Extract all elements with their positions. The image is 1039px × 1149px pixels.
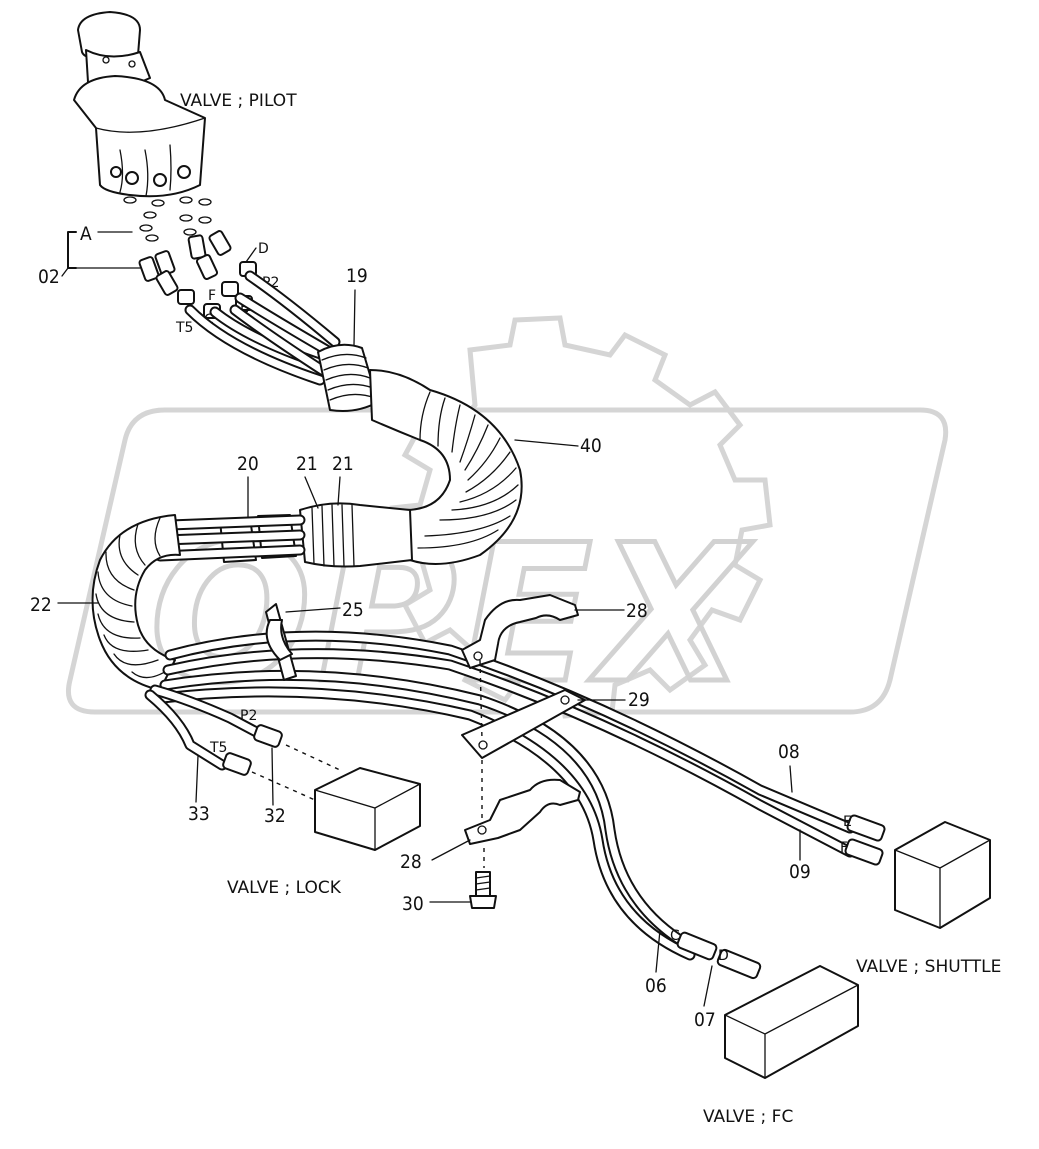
part-08-label: 08: [778, 741, 800, 763]
part-32-label: 32: [264, 805, 286, 827]
band-25: [265, 603, 297, 681]
part-09-label: 09: [789, 861, 811, 883]
part-40-label: 40: [580, 435, 602, 457]
port-e-bottom-label: E: [843, 814, 852, 830]
lock-valve-label: VALVE ; LOCK: [227, 878, 342, 898]
upper-hose-bundle: [184, 270, 341, 386]
part-02-label: 02: [38, 266, 60, 288]
port-a-label: A: [80, 223, 92, 245]
elbow-fittings: [138, 230, 257, 319]
part-07-label: 07: [694, 1009, 716, 1031]
port-d-top-label: D: [258, 241, 269, 257]
part-21b-label: 21: [332, 453, 354, 475]
port-f-top-label: F: [208, 288, 216, 304]
port-t5-top-label: T5: [175, 320, 193, 336]
part-29-label: 29: [628, 689, 650, 711]
part-28-bottom-label: 28: [400, 851, 422, 873]
port-c-bottom-label: C: [670, 928, 680, 944]
bolt-30: [469, 871, 497, 909]
part-30-label: 30: [402, 893, 424, 915]
lock-valve-box: [314, 767, 421, 851]
part-19-label: 19: [346, 265, 368, 287]
port-d-bottom-label: D: [718, 948, 729, 964]
lock-fittings: [222, 724, 283, 776]
part-21a-label: 21: [296, 453, 318, 475]
pilot-valve: [73, 11, 206, 198]
port-e-top-label: E: [240, 300, 249, 316]
port-f-bottom-label: F: [840, 840, 848, 856]
shuttle-valve-label: VALVE ; SHUTTLE: [856, 957, 1001, 977]
clamp-28-top: [461, 594, 579, 669]
fc-valve-box: [724, 965, 859, 1079]
middle-hose-bundle: [154, 514, 306, 562]
part-06-label: 06: [645, 975, 667, 997]
part-25-label: 25: [342, 599, 364, 621]
shuttle-fittings: [844, 814, 886, 866]
fc-fittings: [676, 931, 762, 980]
watermark-frame: [66, 407, 949, 715]
part-22-label: 22: [30, 594, 52, 616]
clamp-28-bottom: [464, 778, 581, 845]
pilot-valve-label: VALVE ; PILOT: [180, 91, 297, 111]
sleeve-21: [299, 502, 413, 568]
sleeve-19: [317, 343, 379, 412]
shuttle-valve-box: [894, 821, 991, 929]
fc-valve-label: VALVE ; FC: [703, 1107, 793, 1127]
port-t5-bottom-label: T5: [209, 740, 227, 756]
part-33-label: 33: [188, 803, 210, 825]
part-20-label: 20: [237, 453, 259, 475]
part-28-top-label: 28: [626, 600, 648, 622]
port-p2-bottom-label: P2: [240, 708, 257, 724]
o-rings: [123, 196, 212, 242]
